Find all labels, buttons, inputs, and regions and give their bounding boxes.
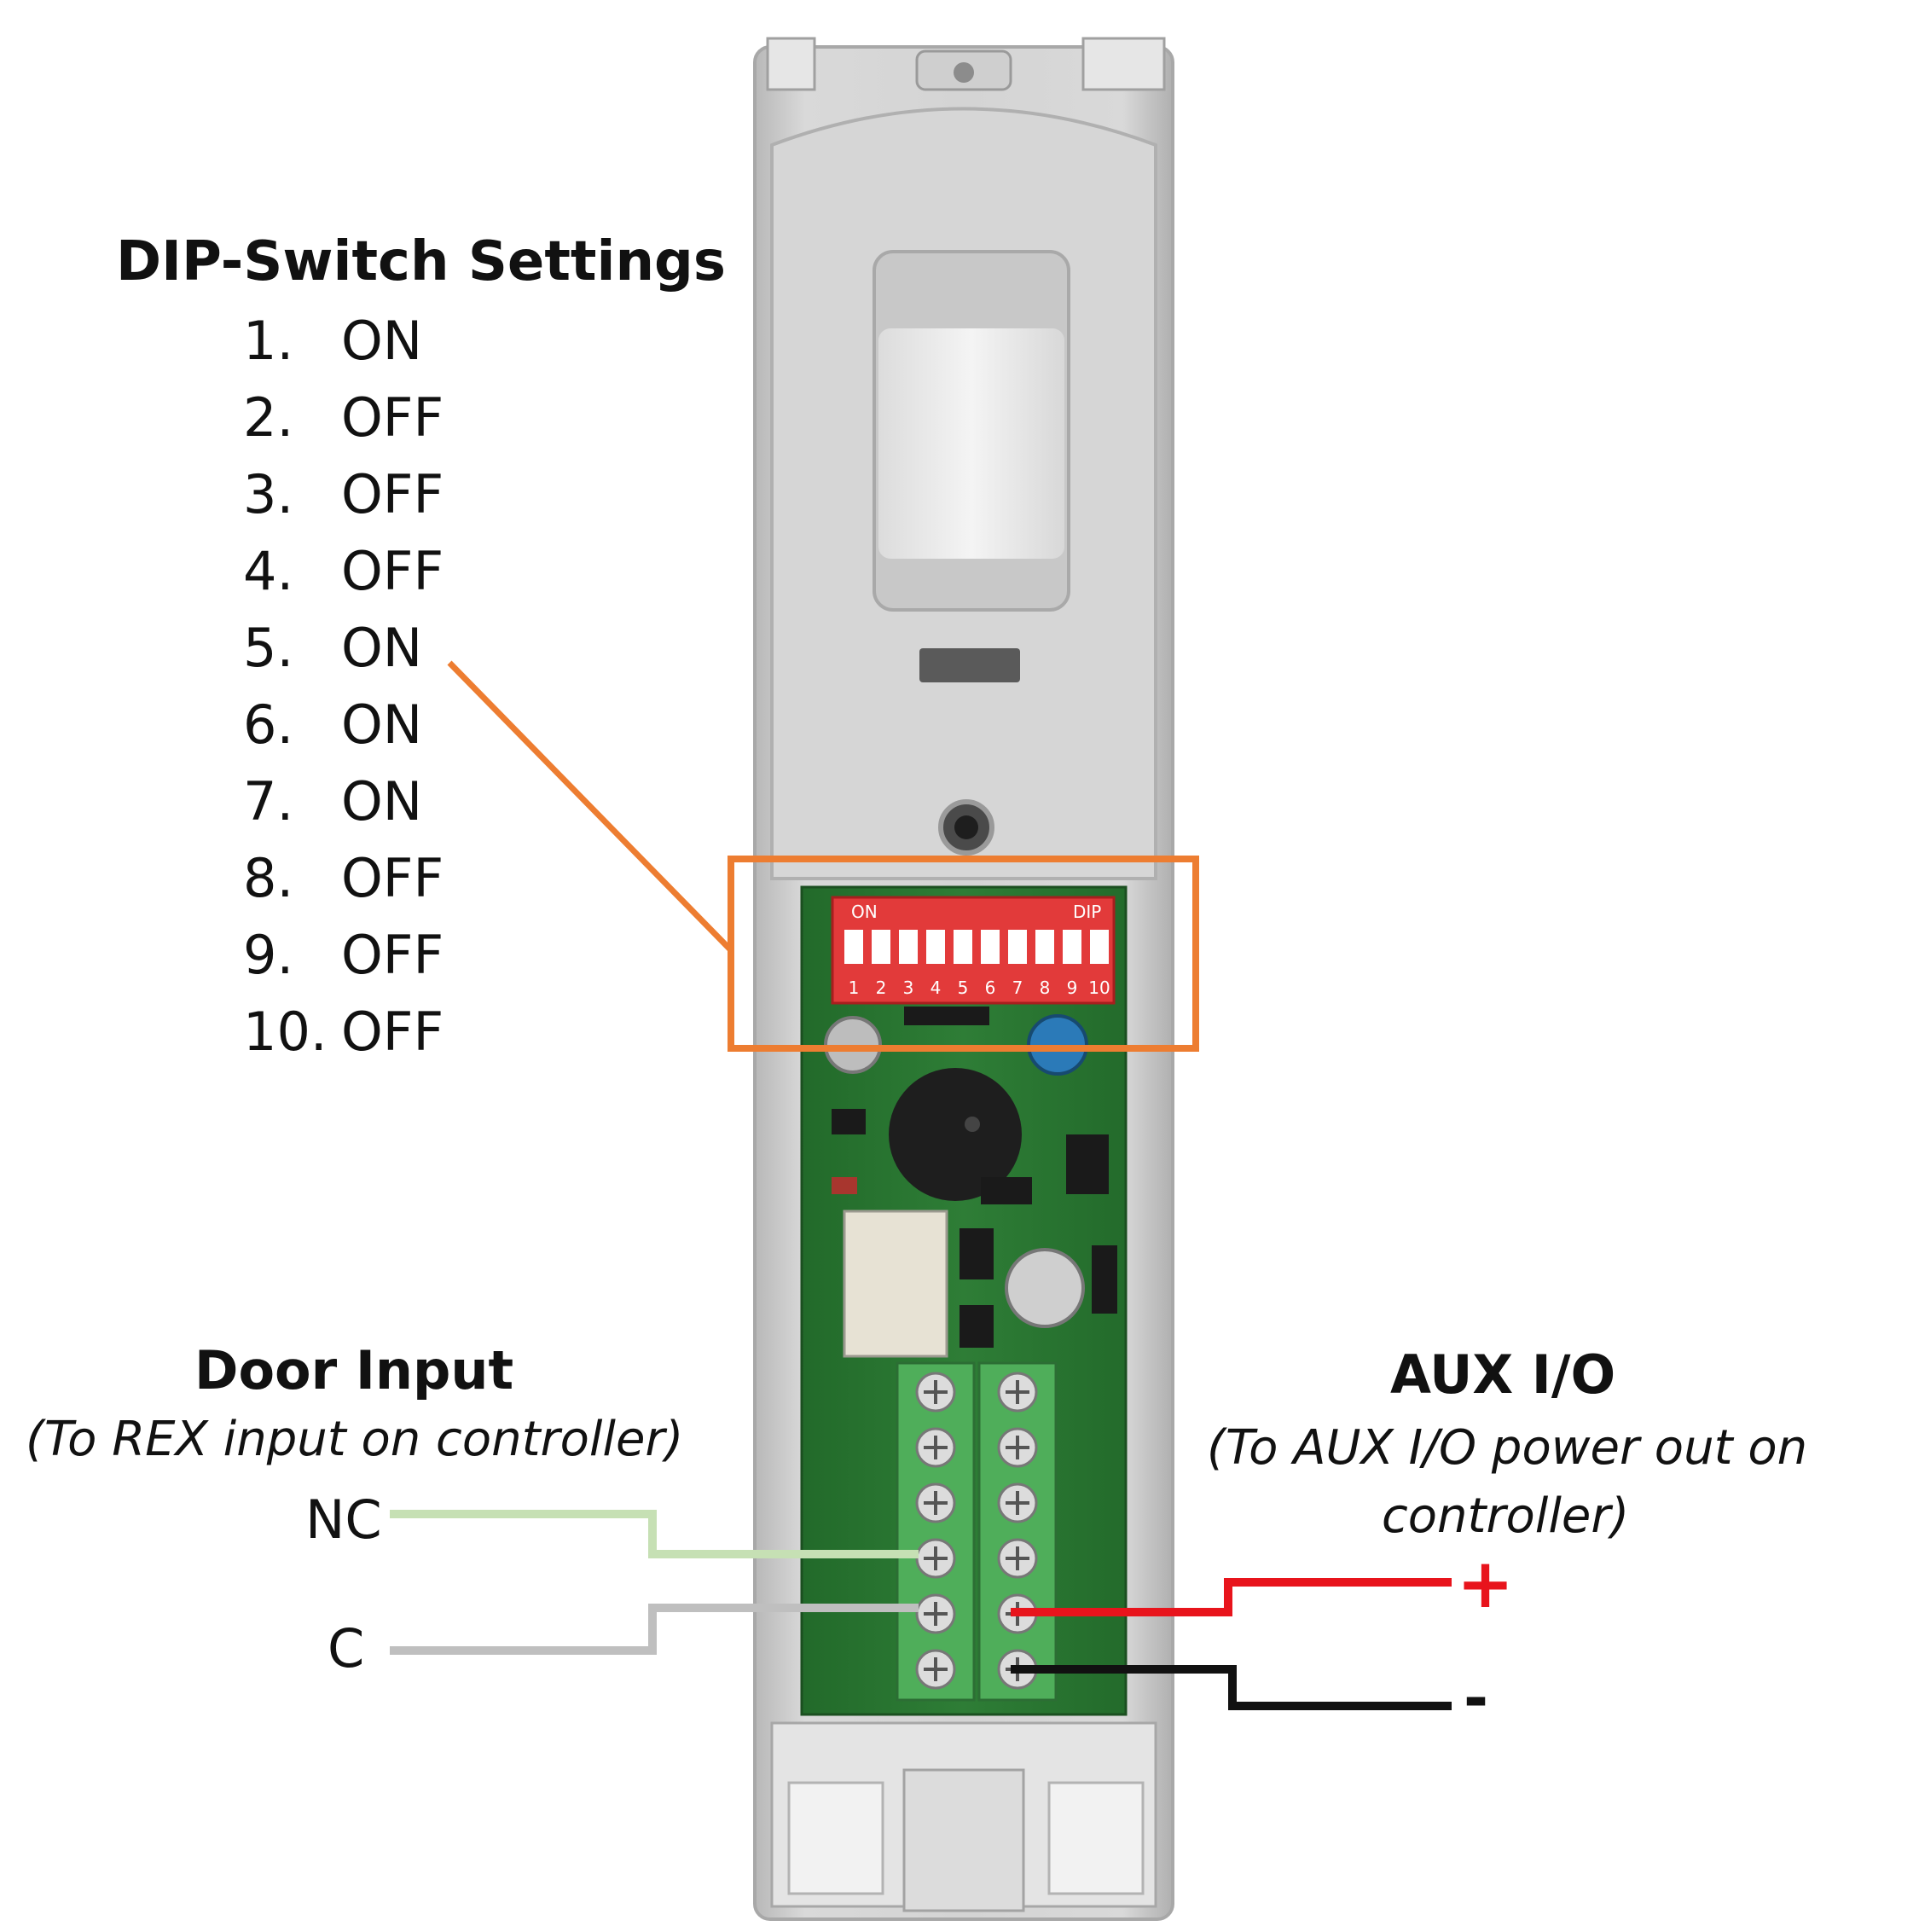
dip-switch-lever — [1008, 930, 1027, 964]
dip-setting-item: 10.OFF — [243, 994, 444, 1070]
dip-setting-number: 3. — [243, 463, 294, 525]
dip-setting-state: OFF — [341, 924, 444, 986]
dip-setting-item: 5. ON — [243, 610, 444, 687]
c-wire-label: C — [328, 1617, 365, 1680]
dip-highlight-box — [728, 856, 1199, 1052]
dip-switch-lever — [1090, 930, 1109, 964]
dip-switch-number: 2 — [876, 978, 887, 998]
dip-setting-number: 2. — [243, 386, 294, 449]
dip-setting-number: 7. — [243, 770, 294, 833]
aux-plus-label: + — [1457, 1544, 1515, 1623]
dip-setting-state: OFF — [341, 1001, 444, 1063]
dip-switch-number: 6 — [985, 978, 996, 998]
dip-setting-state: ON — [341, 693, 423, 756]
dip-setting-number: 8. — [243, 847, 294, 909]
dip-setting-item: 7. ON — [243, 763, 444, 840]
dip-setting-item: 9. OFF — [243, 917, 444, 994]
dip-setting-number: 1. — [243, 310, 294, 372]
dip-switch-number: 10 — [1088, 978, 1110, 998]
dip-setting-item: 4. OFF — [243, 533, 444, 610]
dip-switch-number: 3 — [903, 978, 914, 998]
dip-setting-number: 4. — [243, 540, 294, 602]
dip-setting-state: ON — [341, 617, 423, 679]
dip-setting-state: OFF — [341, 540, 444, 602]
dip-setting-state: OFF — [341, 847, 444, 909]
nc-wire-label: NC — [305, 1488, 382, 1551]
dip-leader-line — [447, 660, 734, 954]
relay-icon — [843, 1210, 948, 1358]
dip-setting-item: 2. OFF — [243, 380, 444, 456]
dip-setting-item: 8. OFF — [243, 840, 444, 917]
nc-wire — [390, 1510, 919, 1558]
dip-switch-lever — [872, 930, 890, 964]
dip-setting-item: 1. ON — [243, 303, 444, 380]
dip-setting-item: 6. ON — [243, 687, 444, 763]
dip-setting-number: 10. — [243, 1001, 328, 1063]
dip-setting-item: 3. OFF — [243, 456, 444, 533]
aux-io-title: AUX I/O — [1390, 1343, 1616, 1406]
aux-plus-wire — [1011, 1578, 1452, 1616]
dip-switch-number: 7 — [1012, 978, 1023, 998]
dip-switch-lever — [1035, 930, 1054, 964]
door-input-title: Door Input — [194, 1339, 514, 1401]
terminal-blocks — [896, 1361, 1058, 1702]
dip-switch-number: 8 — [1040, 978, 1051, 998]
dip-switch-lever — [926, 930, 945, 964]
dip-switch-lever — [1063, 930, 1081, 964]
dip-switch-number: 4 — [931, 978, 942, 998]
left-terminal-block — [896, 1361, 976, 1702]
dip-switch-lever — [954, 930, 972, 964]
aux-minus-wire — [1011, 1665, 1452, 1710]
dip-setting-state: OFF — [341, 386, 444, 449]
dip-switch-number: 1 — [849, 978, 860, 998]
dip-switch-number: 9 — [1067, 978, 1078, 998]
right-terminal-block — [977, 1361, 1058, 1702]
aux-io-subtitle-line1: (To AUX I/O power out on — [1207, 1420, 1808, 1476]
dip-setting-state: ON — [341, 310, 423, 372]
dip-setting-state: ON — [341, 770, 423, 833]
dip-switch-lever — [981, 930, 1000, 964]
aux-minus-label: - — [1464, 1663, 1489, 1733]
dip-switch-lever — [899, 930, 918, 964]
dip-setting-state: OFF — [341, 463, 444, 525]
aux-io-subtitle-line2: controller) — [1382, 1488, 1630, 1544]
dip-setting-number: 6. — [243, 693, 294, 756]
dip-setting-number: 5. — [243, 617, 294, 679]
dip-on-label: ON — [851, 902, 878, 922]
door-input-subtitle: (To REX input on controller) — [26, 1412, 684, 1467]
c-wire — [390, 1604, 919, 1655]
dip-dip-label: DIP — [1073, 902, 1101, 922]
dip-switch-settings-list: 1. ON 2. OFF 3. OFF 4. OFF 5. ON 6. ON 7. ON 8. OFF 9. OF… — [243, 303, 444, 1070]
dip-switch-number: 5 — [958, 978, 969, 998]
buzzer-icon — [889, 1068, 1022, 1201]
dip-setting-number: 9. — [243, 924, 294, 986]
dip-switch-lever — [844, 930, 863, 964]
dip-switch-settings-title: DIP-Switch Settings — [116, 230, 726, 293]
